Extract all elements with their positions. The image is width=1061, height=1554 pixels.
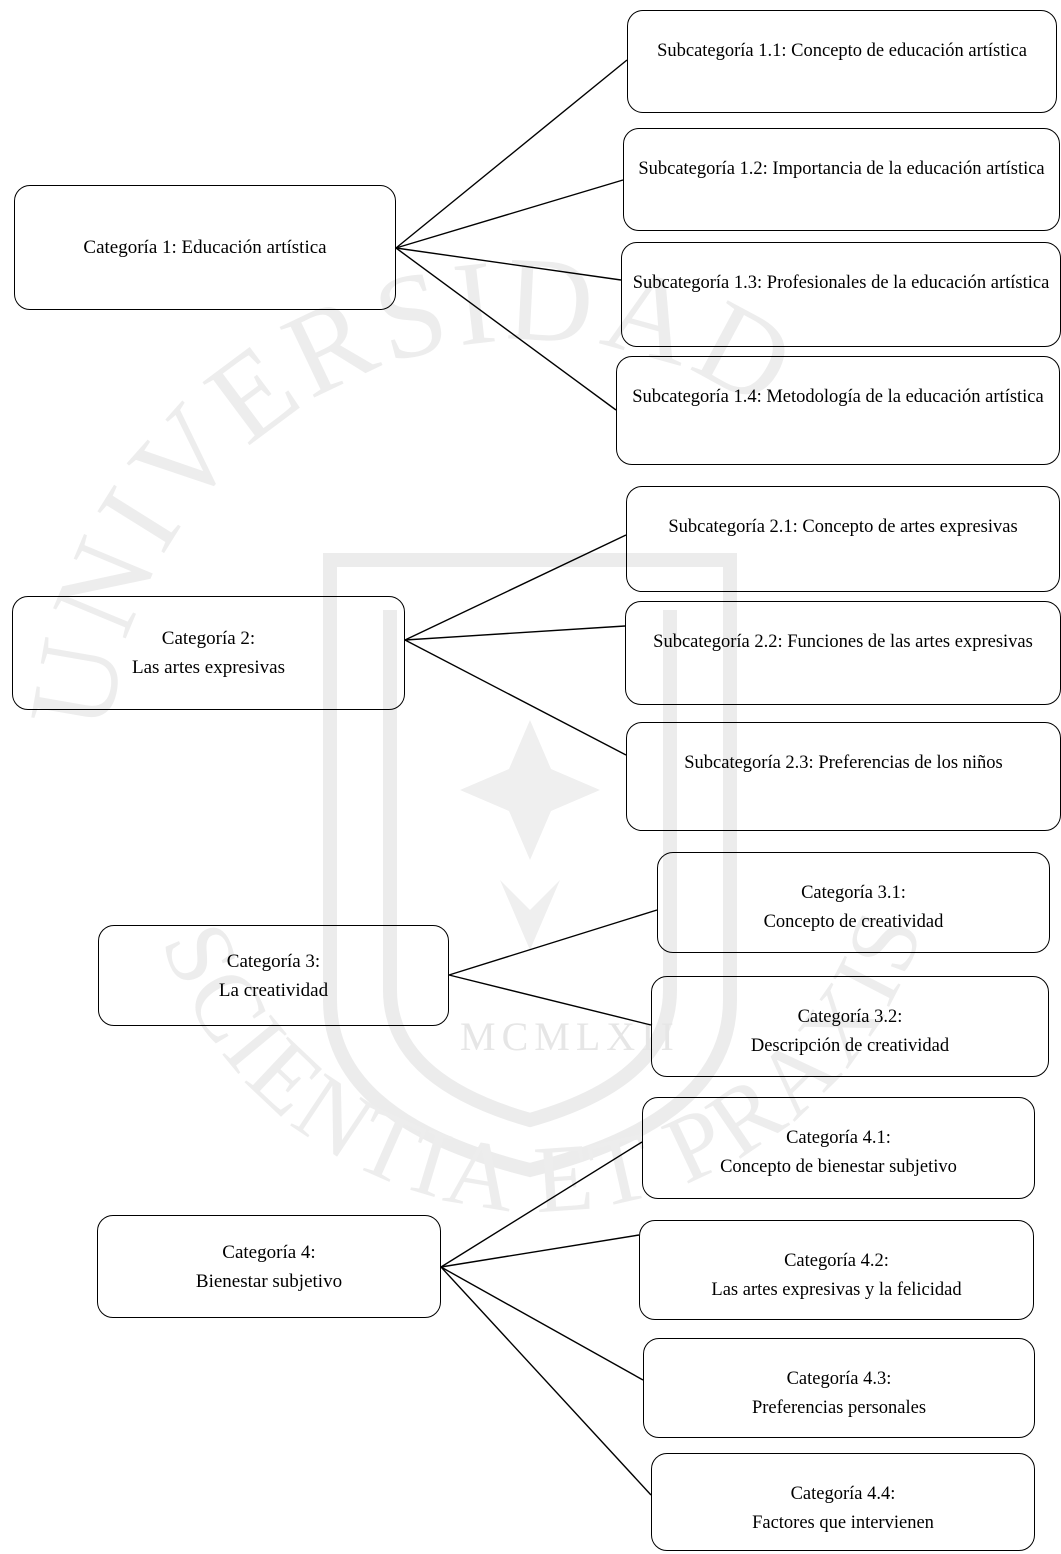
- subcategory-1-1-label: Subcategoría 1.1: Concepto de educación …: [657, 41, 1027, 61]
- subcategory-3-2-box: Categoría 3.2: Descripción de creativida…: [651, 976, 1049, 1077]
- connector-4-1: [440, 1141, 643, 1268]
- subcategory-4-1-box: Categoría 4.1: Concepto de bienestar sub…: [642, 1097, 1035, 1199]
- connector-2-1: [404, 534, 627, 641]
- subcategory-2-2-label: Subcategoría 2.2: Funciones de las artes…: [653, 632, 1033, 652]
- subcategory-4-2-box: Categoría 4.2: Las artes expresivas y la…: [639, 1220, 1034, 1320]
- subcategory-4-1-label: Categoría 4.1: Concepto de bienestar sub…: [720, 1128, 957, 1177]
- subcategory-2-2-box: Subcategoría 2.2: Funciones de las artes…: [625, 601, 1061, 705]
- category-4-box: Categoría 4: Bienestar subjetivo: [97, 1215, 441, 1318]
- subcategory-1-3-label: Subcategoría 1.3: Profesionales de la ed…: [632, 273, 1050, 293]
- category-1-box: Categoría 1: Educación artística: [14, 185, 396, 310]
- connector-4-4: [440, 1266, 652, 1496]
- subcategory-4-2-label: Categoría 4.2: Las artes expresivas y la…: [711, 1251, 962, 1300]
- subcategory-3-1-box: Categoría 3.1: Concepto de creatividad: [657, 852, 1050, 953]
- subcategory-4-3-box: Categoría 4.3: Preferencias personales: [643, 1338, 1035, 1438]
- subcategory-2-3-label: Subcategoría 2.3: Preferencias de los ni…: [684, 753, 1003, 773]
- connector-4-3: [440, 1266, 644, 1381]
- subcategory-1-4-box: Subcategoría 1.4: Metodología de la educ…: [616, 356, 1060, 465]
- subcategory-2-1-box: Subcategoría 2.1: Concepto de artes expr…: [626, 486, 1060, 592]
- subcategory-3-2-label: Categoría 3.2: Descripción de creativida…: [750, 1007, 950, 1056]
- category-3-box: Categoría 3: La creatividad: [98, 925, 449, 1026]
- connector-2-2: [404, 625, 626, 641]
- connector-4-2: [440, 1234, 640, 1268]
- subcategory-2-3-box: Subcategoría 2.3: Preferencias de los ni…: [626, 722, 1061, 831]
- subcategory-3-1-label: Categoría 3.1: Concepto de creatividad: [763, 883, 944, 932]
- category-4-label: Categoría 4: Bienestar subjetivo: [195, 1241, 343, 1292]
- subcategory-1-4-label: Subcategoría 1.4: Metodología de la educ…: [632, 387, 1044, 407]
- subcategory-4-4-box: Categoría 4.4: Factores que intervienen: [651, 1453, 1035, 1551]
- connector-3-2: [448, 974, 652, 1026]
- subcategory-1-2-box: Subcategoría 1.2: Importancia de la educ…: [623, 128, 1060, 231]
- subcategory-1-1-box: Subcategoría 1.1: Concepto de educación …: [627, 10, 1057, 113]
- connector-2-3: [404, 639, 627, 756]
- connector-1-4: [395, 247, 617, 411]
- category-2-label: Categoría 2: Las artes expresivas: [132, 628, 285, 678]
- subcategory-4-4-label: Categoría 4.4: Factores que intervienen: [752, 1484, 934, 1533]
- subcategory-4-3-label: Categoría 4.3: Preferencias personales: [751, 1369, 927, 1418]
- category-1-label: Categoría 1: Educación artística: [83, 237, 327, 258]
- category-2-box: Categoría 2: Las artes expresivas: [12, 596, 405, 710]
- connector-1-2: [395, 179, 624, 249]
- connector-3-1: [448, 909, 658, 976]
- category-3-label: Categoría 3: La creatividad: [218, 950, 329, 1001]
- connector-1-1: [395, 59, 628, 249]
- connector-1-3: [395, 247, 622, 281]
- subcategory-1-3-box: Subcategoría 1.3: Profesionales de la ed…: [621, 242, 1061, 347]
- subcategory-2-1-label: Subcategoría 2.1: Concepto de artes expr…: [668, 517, 1018, 537]
- subcategory-1-2-label: Subcategoría 1.2: Importancia de la educ…: [638, 159, 1045, 179]
